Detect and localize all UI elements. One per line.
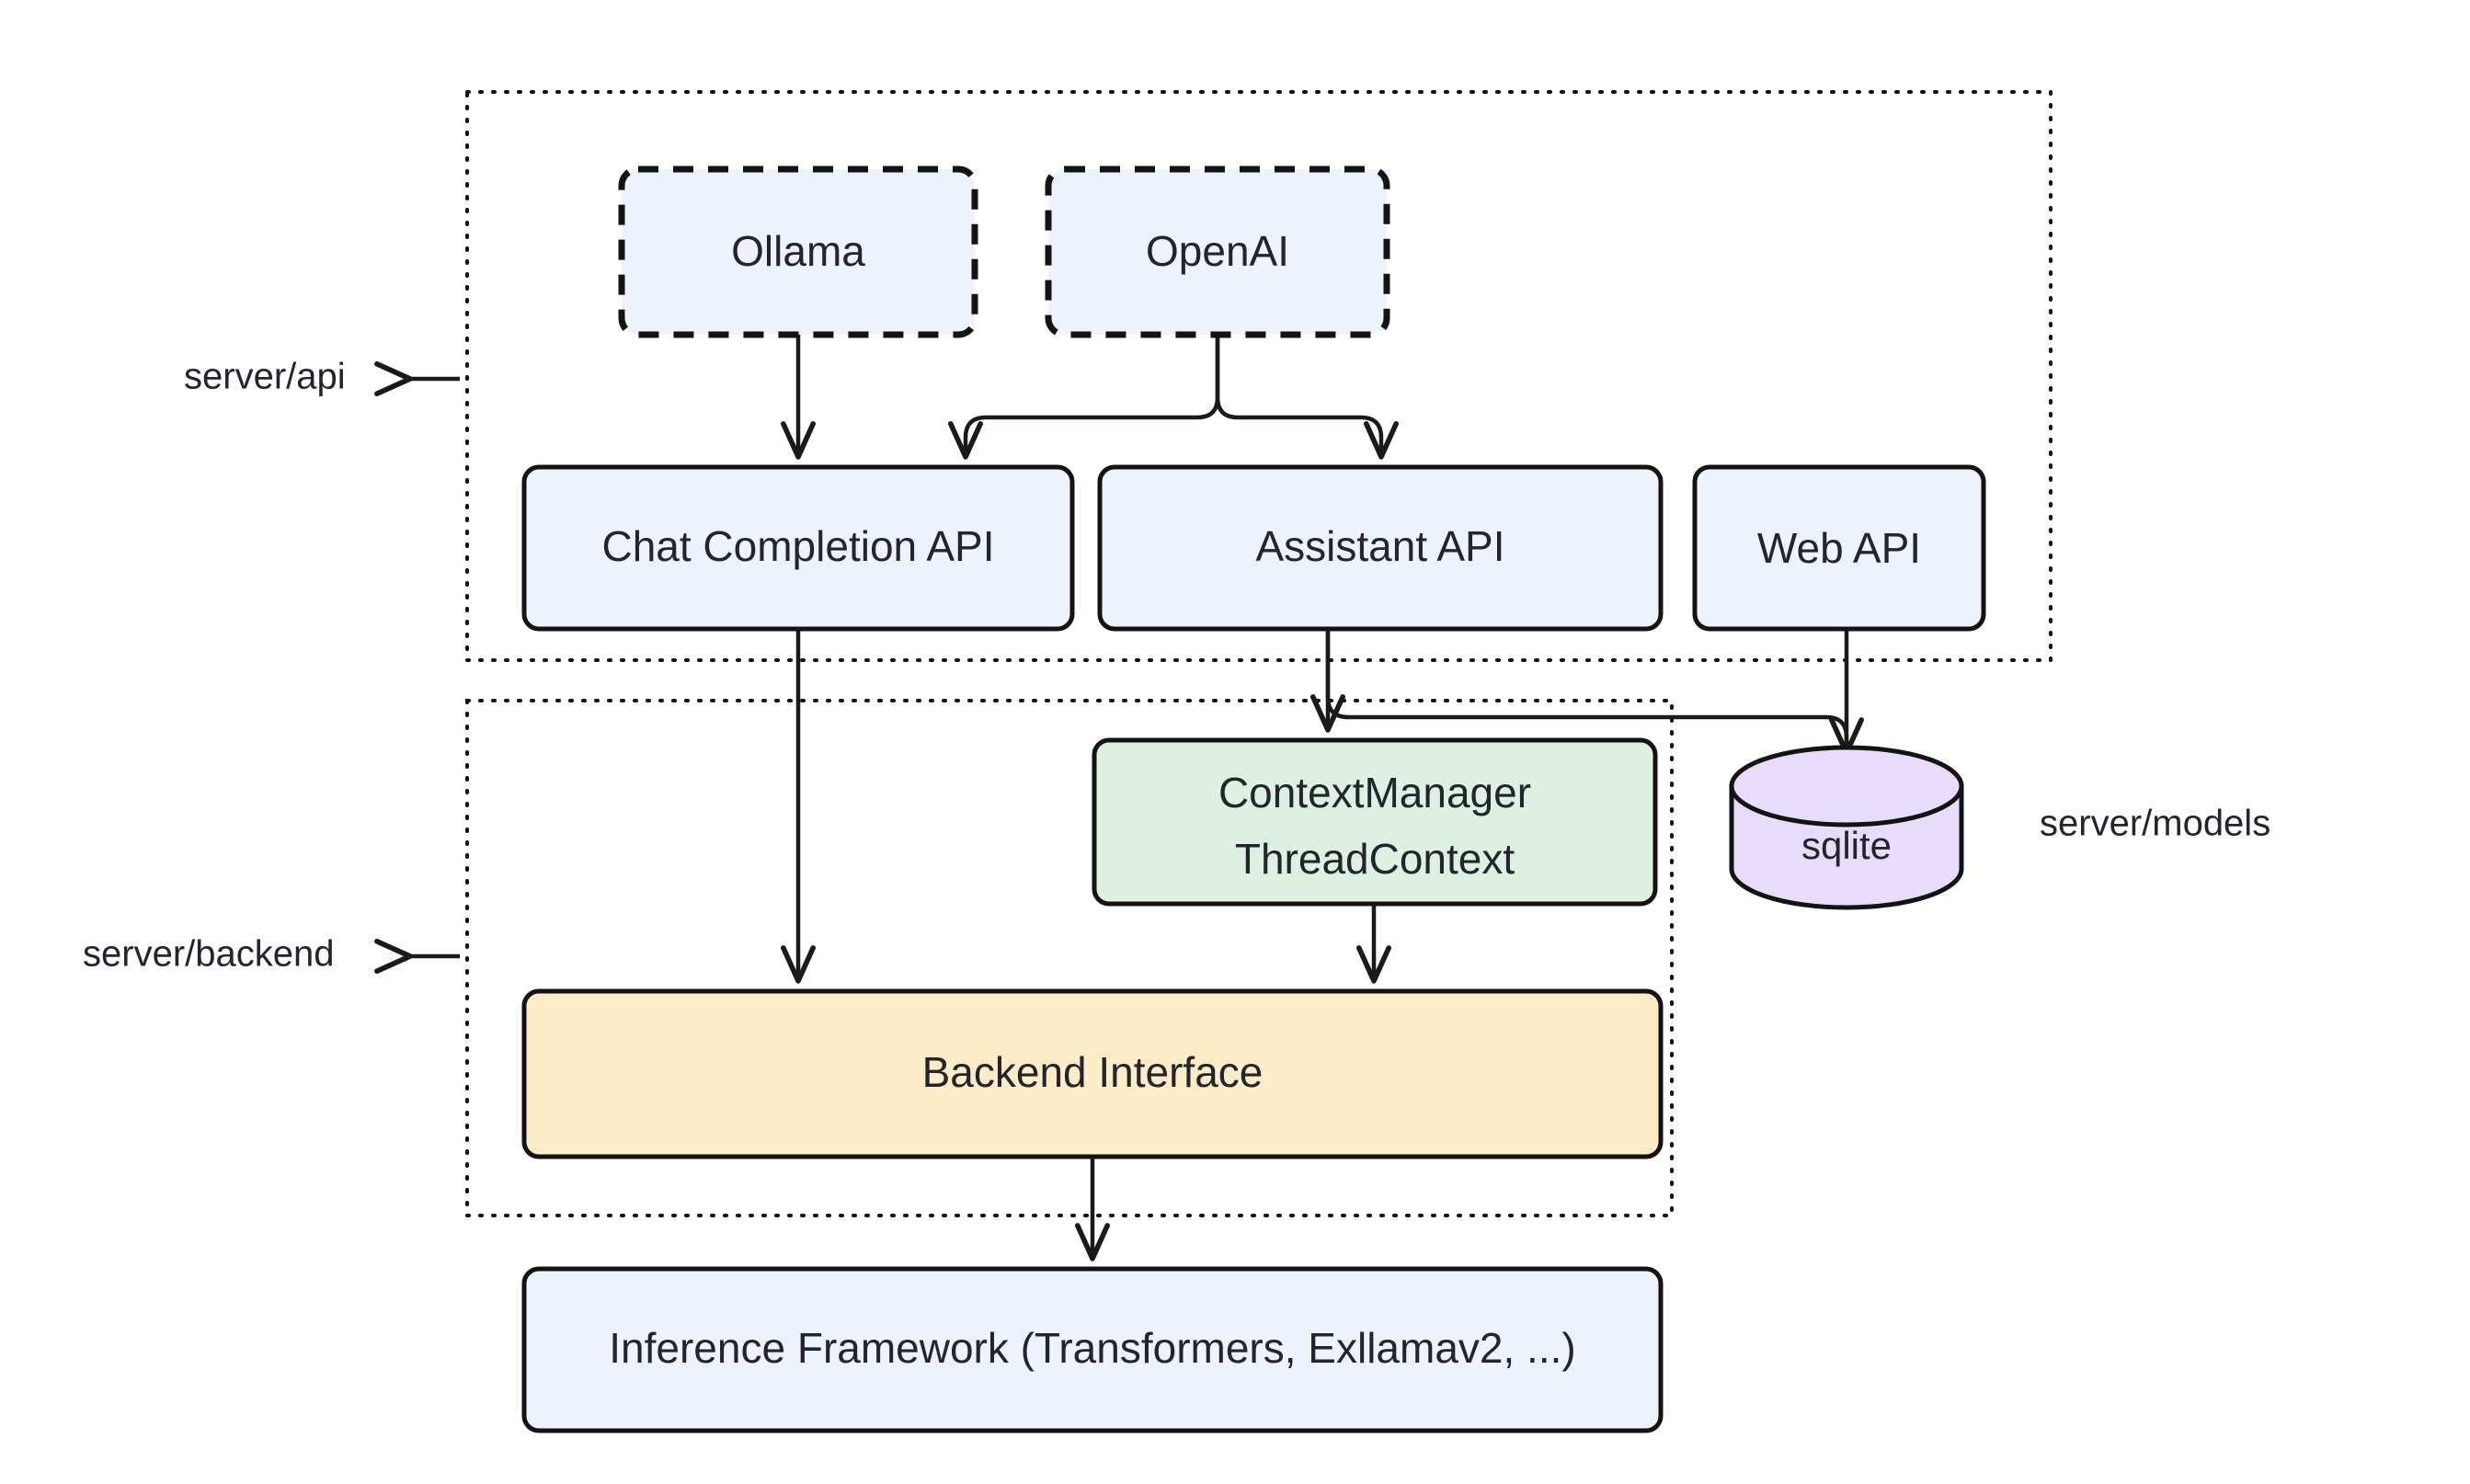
node-assistant-api[interactable]: Assistant API — [1097, 464, 1664, 632]
node-openai[interactable]: OpenAI — [1045, 166, 1390, 338]
node-backend-interface-box[interactable] — [521, 988, 1664, 1159]
group-server-api-box — [465, 90, 2053, 662]
node-context-manager-label-line1: ContextManager — [1218, 769, 1531, 816]
node-context-manager[interactable]: ContextManager ThreadContext — [1092, 737, 1658, 907]
node-inference-framework[interactable]: Inference Framework (Transformers, Exlla… — [521, 1266, 1664, 1433]
group-server-backend-box — [465, 699, 1674, 1217]
node-backend-interface-label: Backend Interface — [922, 1048, 1264, 1096]
edge-layer — [798, 335, 1847, 1258]
node-backend-interface[interactable]: Backend Interface — [521, 988, 1664, 1159]
edge-openai-to-chat-completion-api — [966, 335, 1220, 456]
node-ollama-box[interactable] — [618, 166, 978, 338]
node-context-manager-label-line2: ThreadContext — [1235, 835, 1515, 883]
node-inference-framework-box[interactable] — [521, 1266, 1664, 1433]
node-chat-completion-api[interactable]: Chat Completion API — [521, 464, 1075, 632]
node-inference-framework-label: Inference Framework (Transformers, Exlla… — [609, 1324, 1575, 1372]
group-server-models-label: server/models — [2040, 804, 2270, 844]
group-server-api-label: server/api — [184, 357, 346, 397]
node-assistant-api-box[interactable] — [1097, 464, 1664, 632]
node-ollama[interactable]: Ollama — [618, 166, 978, 338]
group-server-backend-label: server/backend — [83, 934, 334, 975]
node-web-api[interactable]: Web API — [1692, 464, 1986, 632]
node-openai-box[interactable] — [1045, 166, 1390, 338]
node-openai-label: OpenAI — [1146, 227, 1289, 275]
node-sqlite-cylinder-top — [1729, 745, 1964, 828]
node-context-manager-box[interactable] — [1092, 737, 1658, 907]
edge-assistant-api-to-sqlite — [1325, 629, 1849, 750]
node-chat-completion-api-label: Chat Completion API — [601, 522, 994, 570]
node-web-api-box[interactable] — [1692, 464, 1986, 632]
node-chat-completion-api-box[interactable] — [521, 464, 1075, 632]
node-ollama-label: Ollama — [731, 227, 865, 275]
node-assistant-api-label: Assistant API — [1255, 522, 1504, 570]
group-server-api: server/api — [184, 90, 2053, 662]
group-server-backend: server/backend — [83, 699, 1674, 1217]
node-sqlite[interactable]: sqlite — [1729, 745, 1964, 910]
edge-openai-to-assistant-api — [1215, 335, 1381, 456]
node-web-api-label: Web API — [1757, 524, 1921, 572]
node-sqlite-label: sqlite — [1801, 824, 1892, 867]
